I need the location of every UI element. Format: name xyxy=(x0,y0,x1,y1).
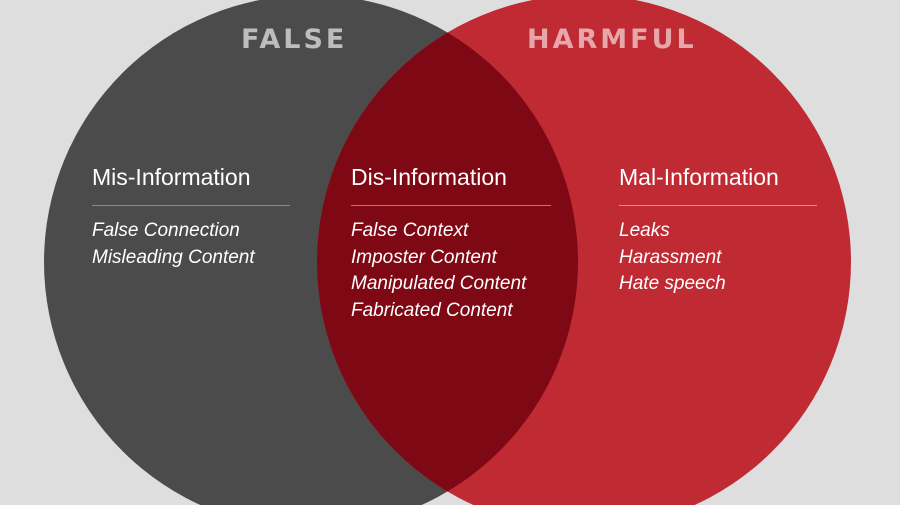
divider xyxy=(619,205,817,206)
dis-information-region: Dis-Information False Context Imposter C… xyxy=(351,163,551,324)
list-item: Imposter Content xyxy=(351,246,497,268)
overlap-region xyxy=(317,0,578,505)
list-item: Fabricated Content xyxy=(351,299,513,321)
list-item: False Context xyxy=(351,220,469,241)
mal-information-region: Mal-Information Leaks Harassment Hate sp… xyxy=(619,163,817,298)
divider xyxy=(351,205,551,206)
list-item: Leaks xyxy=(619,220,670,241)
mis-information-region: Mis-Information False Connection Mislead… xyxy=(92,163,290,271)
list-item: Harassment xyxy=(619,246,722,268)
region-title: Dis-Information xyxy=(351,164,507,190)
region-title: Mis-Information xyxy=(92,164,251,190)
list-item: False Connection xyxy=(92,220,240,241)
region-title: Mal-Information xyxy=(619,164,779,190)
harmful-set-label: HARMFUL xyxy=(527,24,697,55)
divider xyxy=(92,205,290,206)
list-item: Misleading Content xyxy=(92,246,255,268)
list-item: Hate speech xyxy=(619,273,726,294)
false-set-label: FALSE xyxy=(241,24,348,55)
list-item: Manipulated Content xyxy=(351,273,527,294)
